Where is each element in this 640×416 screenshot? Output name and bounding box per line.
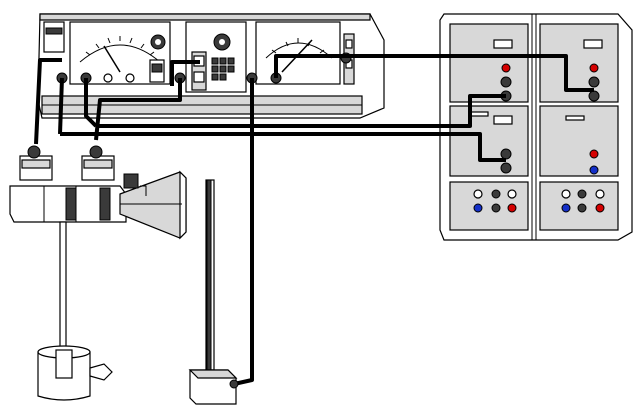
- red-socket-1: [501, 63, 511, 73]
- connection-cables: [34, 54, 594, 386]
- cable-left-to-rack-b: [60, 132, 506, 162]
- plug-in-module-rack: [439, 13, 633, 241]
- left-meter-needle: [103, 45, 121, 73]
- rack-socket-f: [500, 162, 512, 174]
- right-meter: [255, 21, 341, 85]
- module-left-bottom: [449, 181, 529, 231]
- cable-detector-left: [34, 58, 62, 145]
- red-socket-3: [589, 149, 599, 159]
- stand: [188, 179, 239, 405]
- measuring-amplifier-unit: [37, 13, 385, 119]
- module-left-top: [449, 23, 529, 103]
- cable-to-stand-base: [233, 78, 254, 386]
- detector-stand-rod: [59, 221, 67, 363]
- bottom-module-controls: [473, 189, 605, 213]
- cable-meter-to-rack-top: [274, 54, 594, 92]
- cable-mid-to-detector: [94, 78, 182, 141]
- rack-socket-a: [500, 76, 512, 88]
- left-meter-scale: [85, 36, 155, 56]
- red-socket-2: [589, 63, 599, 73]
- module-left-middle: [449, 105, 529, 177]
- module-right-bottom: [539, 181, 619, 231]
- blue-socket-1: [589, 165, 599, 175]
- rack-socket-d: [588, 90, 600, 102]
- detector-assembly: [9, 145, 187, 401]
- panel-switch-block: [43, 21, 65, 53]
- rack-socket-e: [500, 148, 512, 160]
- rack-socket-c: [588, 76, 600, 88]
- keypad-block: [211, 57, 235, 81]
- cable-left-to-rack-a: [96, 94, 506, 128]
